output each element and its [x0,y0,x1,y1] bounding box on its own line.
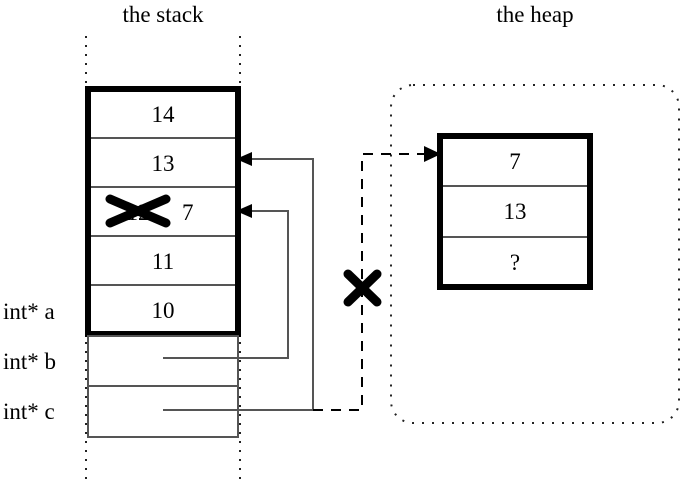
stack-title: the stack [122,2,204,27]
heap-cell-value-13: 13 [503,199,527,224]
stack-cell-value-10: 10 [151,298,175,323]
stack-frame-box [85,86,241,337]
pointer-label-c: int* c [3,399,55,424]
cross-out-stack-value-icon [105,194,171,228]
stack-cell-value-12-struck: 12 [126,200,150,225]
pointer-label-a: int* a [3,299,55,324]
stack-cell-value-11: 11 [151,249,175,274]
cross-out-heap-pointer-icon [343,269,382,307]
stack-cell-value-13: 13 [151,151,175,176]
pointer-c-arrow-path [163,158,314,411]
stack-cell-value-replacement-7: 7 [182,200,194,225]
pointer-c-arrowhead [236,152,252,166]
heap-block-box [437,133,593,290]
heap-cell-value-unknown: ? [509,250,521,275]
heap-region-outline [390,84,680,424]
heap-cell-value-7: 7 [509,149,521,174]
pointer-label-b: int* b [3,349,57,374]
stale-heap-pointer-path [313,153,424,411]
pointer-b-arrowhead [236,204,252,218]
pointer-b-arrow-path [163,210,289,359]
stack-cell-value-14: 14 [151,102,175,127]
stale-heap-pointer-arrowhead [424,146,441,162]
heap-title: the heap [496,2,574,27]
